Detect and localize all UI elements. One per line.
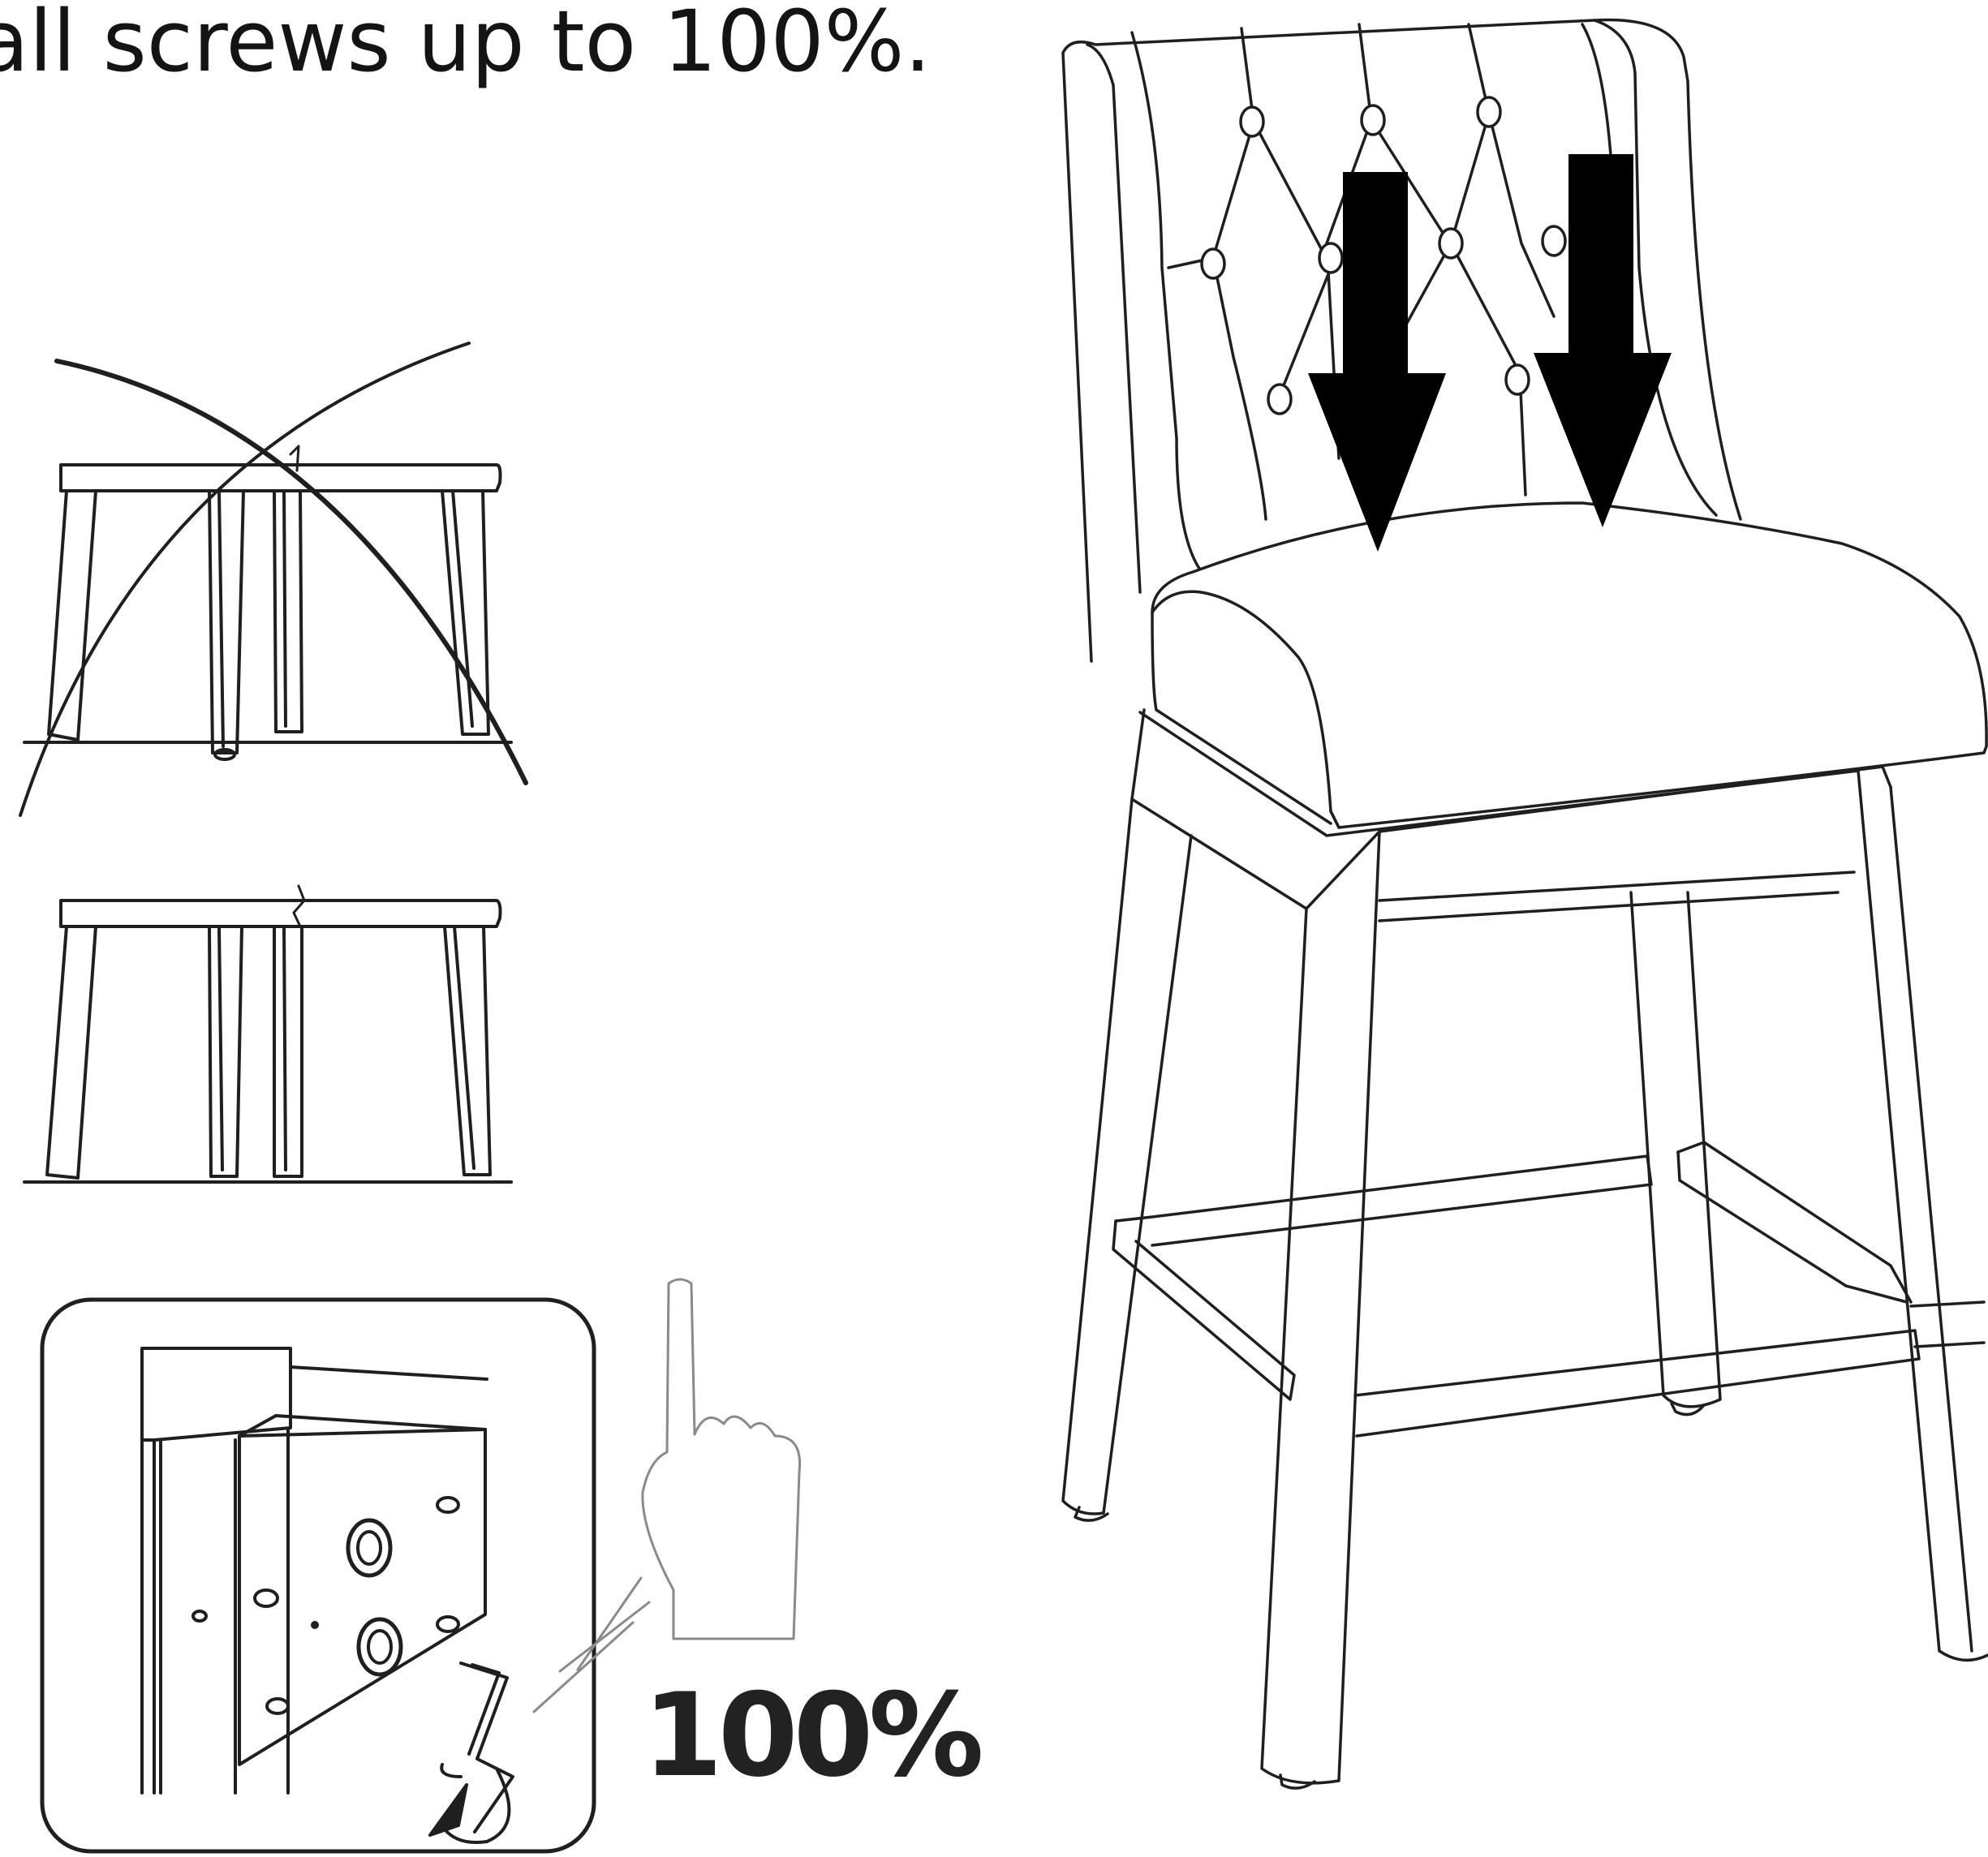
arrow-down-icon bbox=[1308, 154, 1672, 552]
bar-stool-icon bbox=[1063, 20, 1988, 1789]
detail-inset-icon bbox=[42, 1300, 594, 1851]
hand-pointing-icon bbox=[534, 1279, 800, 1712]
tightness-percent-label: 100% bbox=[643, 1671, 979, 1801]
table-correct-example-icon bbox=[24, 886, 511, 1182]
table-wrong-example-icon bbox=[20, 343, 526, 815]
allen-key-icon bbox=[430, 1663, 513, 1842]
screw-icon bbox=[348, 1520, 401, 1674]
